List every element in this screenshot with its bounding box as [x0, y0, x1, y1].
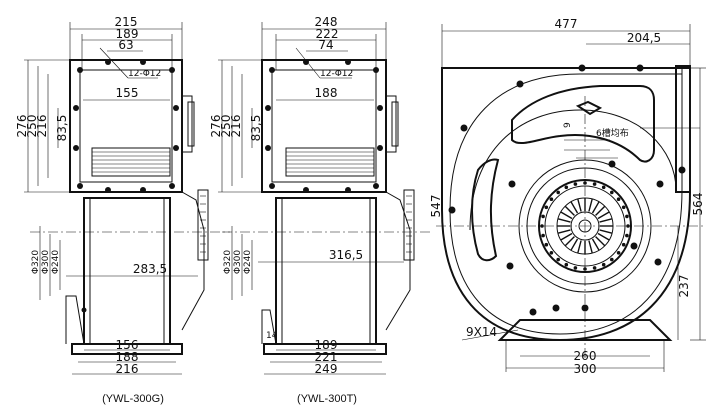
dim-left-2: 250: [25, 115, 39, 138]
dim-horizontal: 283,5: [133, 262, 167, 276]
dim-237: 237: [677, 275, 691, 298]
dim-bottom-3: 249: [315, 362, 338, 376]
dim-bottom-1: 189: [315, 338, 338, 352]
dim-bottom-1: 156: [116, 338, 139, 352]
dim-phi-320: Φ320: [223, 250, 233, 275]
dim-top-1: 215: [115, 15, 138, 29]
dim-top-1: 248: [315, 15, 338, 29]
dim-top-2: 222: [316, 27, 339, 41]
dim-bottom-3: 216: [116, 362, 139, 376]
impeller-holes: [540, 181, 630, 271]
dim-top-477: 477: [555, 17, 578, 31]
dim-phi-300: Φ300: [41, 250, 51, 275]
dim-top-3: 74: [318, 38, 333, 52]
volute-housing: [441, 67, 691, 342]
dim-phi-240: Φ240: [243, 250, 253, 275]
side-view-300g: 215 189 63 12-Φ12 155: [15, 15, 230, 405]
dim-top-3: 63: [118, 38, 133, 52]
dim-left-1: 276: [15, 115, 29, 138]
impeller-blades: [557, 198, 613, 254]
dim-top-204-5: 204,5: [627, 31, 661, 45]
dim-left-3: 216: [229, 115, 243, 138]
dim-left-2: 250: [219, 115, 233, 138]
dim-horizontal: 316,5: [329, 248, 363, 262]
hole-label: 12-Φ12: [128, 69, 161, 79]
dim-260: 260: [574, 349, 597, 363]
side-view-300t: 248 222 74 12-Φ12 188 276 250: [209, 15, 430, 405]
dim-phi-300: Φ300: [233, 250, 243, 275]
front-bolt-holes: [448, 64, 686, 316]
dim-inner: 155: [116, 86, 139, 100]
caption-300g: (YWL-300G): [102, 393, 164, 405]
dim-slot: 9X14: [466, 325, 497, 339]
upper-slot: [511, 85, 655, 163]
dim-small: 14: [266, 331, 278, 341]
left-slot: [471, 158, 500, 262]
dim-left-3: 216: [35, 115, 49, 138]
front-view: 477 204,5: [429, 17, 706, 376]
dim-phi-240: Φ240: [51, 250, 61, 275]
caption-300t: (YWL-300T): [297, 393, 357, 405]
dim-inner: 188: [315, 86, 338, 100]
dim-bottom-2: 188: [116, 350, 139, 364]
bolt-holes: [73, 59, 179, 193]
dim-bottom-2: 221: [315, 350, 338, 364]
dim-564: 564: [691, 193, 705, 216]
front-note: 6槽均布: [596, 127, 629, 139]
dim-phi-320: Φ320: [31, 250, 41, 275]
dim-left-4: 83,5: [55, 115, 69, 142]
dim-300: 300: [574, 362, 597, 376]
dim-547: 547: [429, 195, 443, 218]
dim-left-4: 83,5: [249, 115, 263, 142]
front-small-dim: 9: [563, 122, 573, 128]
dim-top-2: 189: [116, 27, 139, 41]
dim-left-1: 276: [209, 115, 223, 138]
bolt-holes: [265, 59, 383, 193]
hole-label: 12-Φ12: [320, 69, 353, 79]
